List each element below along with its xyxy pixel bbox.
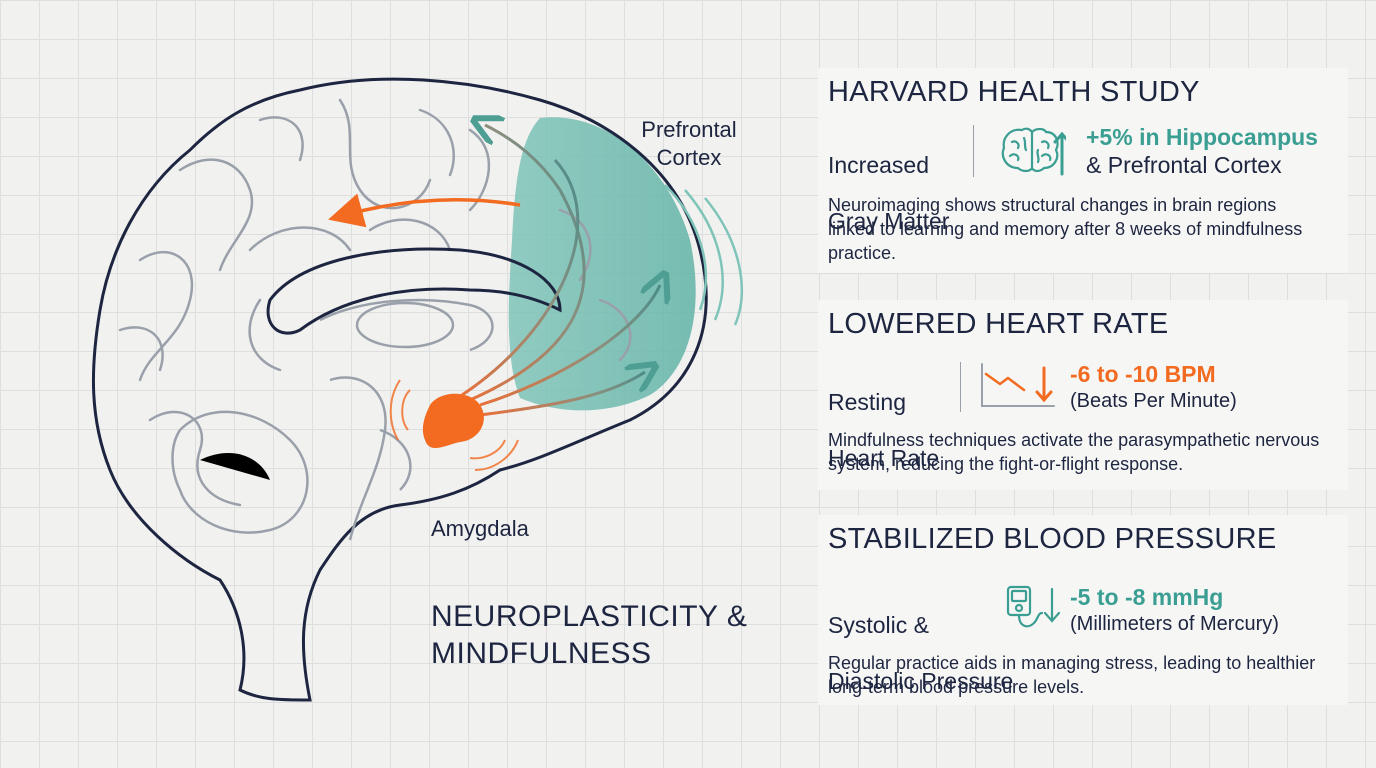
brain-up-icon (1001, 127, 1066, 176)
orange-arrow (328, 193, 521, 228)
corpus-callosum (266, 247, 562, 335)
brainstem (329, 376, 387, 541)
metric-label: Resting Heart Rate (828, 389, 940, 471)
panel-gray-matter: HARVARD HEALTH STUDY Increased Gray Matt… (818, 68, 1348, 273)
metric-value: +5% in Hippocampus (1086, 124, 1318, 150)
divider (960, 362, 961, 412)
amygdala-label: Amygdala (431, 516, 529, 541)
section-description: Regular practice aids in managing stress… (828, 653, 1316, 697)
panel-heart-rate: LOWERED HEART RATE Resting Heart Rate -6… (818, 300, 1348, 490)
metric-label: Increased Gray Matter (828, 152, 950, 234)
section-description: Mindfulness techniques activate the para… (828, 430, 1320, 474)
metric-value-continued: & Prefrontal Cortex (1086, 152, 1282, 178)
chart-down-icon (981, 363, 1055, 407)
metric-value: -6 to -10 BPM (1070, 361, 1216, 387)
prefrontal-cortex-label: Prefrontal Cortex (641, 117, 737, 170)
metric-unit: (Millimeters of Mercury) (1070, 613, 1279, 635)
section-heading: LOWERED HEART RATE (828, 308, 1169, 340)
blood-pressure-monitor-icon (1006, 585, 1061, 628)
section-description: Neuroimaging shows structural changes in… (828, 195, 1303, 263)
metric-unit: (Beats Per Minute) (1070, 390, 1237, 412)
section-heading: HARVARD HEALTH STUDY (828, 76, 1200, 108)
diagram-title: NEUROPLASTICITY & MINDFULNESS (431, 600, 748, 670)
prefrontal-cortex-region (508, 117, 696, 411)
metric-label: Systolic & Diastolic Pressure (828, 612, 1014, 694)
panel-blood-pressure: STABILIZED BLOOD PRESSURE Systolic & Dia… (818, 515, 1348, 705)
section-heading: STABILIZED BLOOD PRESSURE (828, 523, 1277, 555)
cerebellum (171, 410, 309, 534)
amygdala (389, 379, 519, 471)
divider (973, 125, 974, 177)
thalamus (355, 301, 455, 349)
metric-value: -5 to -8 mmHg (1070, 584, 1224, 610)
brain-diagram (91, 77, 743, 702)
